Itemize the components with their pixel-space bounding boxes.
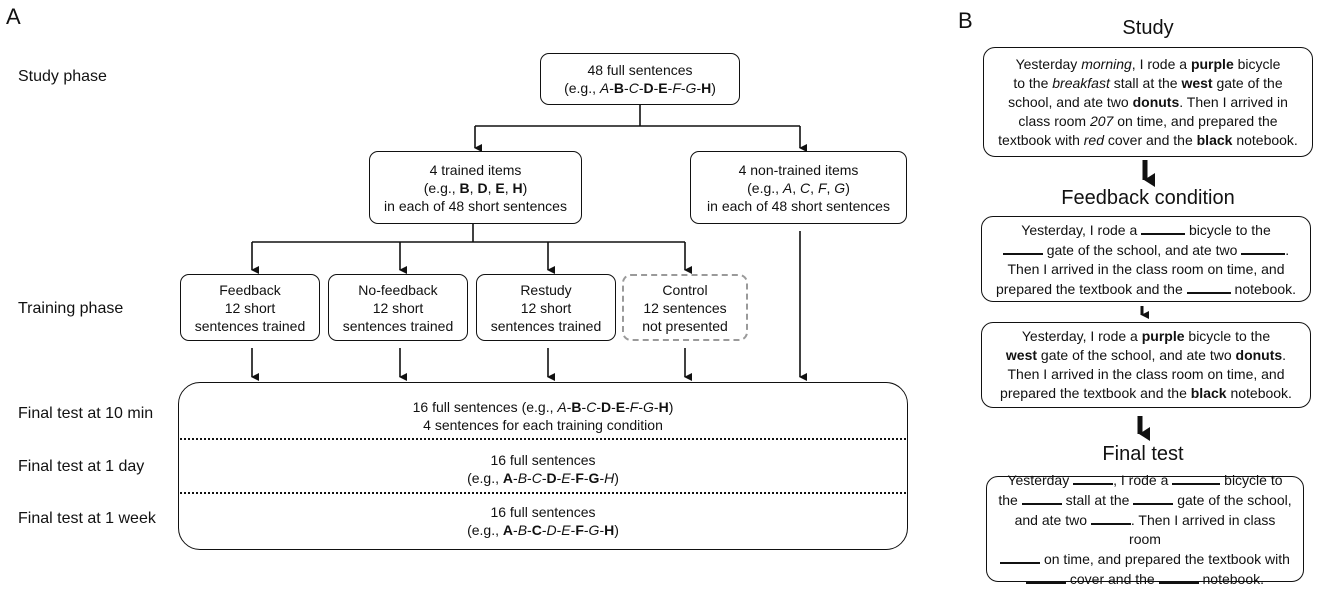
- trained-items-example: (e.g., B, D, E, H): [423, 179, 528, 196]
- condition-count: 12 short: [520, 299, 572, 316]
- final-line-4: on time, and prepared the textbook with: [997, 549, 1293, 569]
- blank: [1186, 279, 1231, 294]
- feedback-line-1: Yesterday, I rode a bicycle to the: [1021, 220, 1271, 238]
- final-test-10min-example: 16 full sentences (e.g., A-B-C-D-E-F-G-H…: [412, 399, 674, 415]
- feedback-blank-box: Yesterday, I rode a bicycle to the gate …: [981, 216, 1311, 302]
- final-test-10min-label: Final test at 10 min: [18, 405, 154, 422]
- condition-count: 12 sentences: [643, 299, 727, 316]
- final-test-10min-content: 16 full sentences (e.g., A-B-C-D-E-F-G-H…: [180, 398, 906, 434]
- feedback-line-3: Then I arrived in the class room on time…: [1007, 260, 1285, 277]
- full-sentences-example: (e.g., A-B-C-D-E-F-G-H): [564, 80, 716, 96]
- reveal-line-2: west gate of the school, and ate two don…: [1005, 347, 1287, 363]
- blank: [1241, 240, 1286, 255]
- final-test-1week-label: Final test at 1 week: [18, 510, 156, 527]
- condition-status: sentences trained: [194, 317, 306, 334]
- final-test-10min-note: 4 sentences for each training condition: [423, 417, 663, 433]
- blank: [1172, 470, 1221, 485]
- training-phase-label: Training phase: [18, 300, 124, 317]
- blank: [1000, 549, 1041, 564]
- reveal-line-1: Yesterday, I rode a purple bicycle to th…: [1021, 328, 1271, 344]
- study-phase-label: Study phase: [18, 68, 107, 85]
- study-line-5: textbook with red cover and the black no…: [998, 131, 1298, 148]
- feedback-line-2: gate of the school, and ate two .: [992, 240, 1300, 260]
- final-test-box: [178, 382, 908, 550]
- condition-count: 12 short: [372, 299, 424, 316]
- final-line-1: Yesterday , I rode a bicycle to: [1007, 470, 1283, 488]
- blank: [1025, 569, 1066, 584]
- non-trained-items-title: 4 non-trained items: [738, 161, 859, 178]
- feedback-reveal-box: Yesterday, I rode a purple bicycle to th…: [981, 322, 1311, 408]
- non-trained-items-box: 4 non-trained items (e.g., A, C, F, G) i…: [690, 151, 907, 224]
- final-test-title: Final test: [1102, 443, 1184, 465]
- final-test-1day-count: 16 full sentences: [490, 452, 596, 468]
- feedback-condition-box: Feedback 12 short sentences trained: [180, 274, 320, 341]
- blank: [1021, 490, 1062, 505]
- feedback-line-4: prepared the textbook and the notebook.: [995, 279, 1297, 297]
- blank: [1141, 220, 1186, 235]
- final-test-blank-box: Yesterday , I rode a bicycle to the stal…: [986, 472, 1304, 587]
- study-sentence-box: Yesterday morning, I rode a purple bicyc…: [983, 47, 1313, 157]
- final-test-1day-example: (e.g., A-B-C-D-E-F-G-H): [467, 470, 619, 486]
- condition-count: 12 short: [224, 299, 276, 316]
- blank: [1090, 510, 1131, 525]
- condition-status: not presented: [642, 317, 728, 334]
- restudy-condition-box: Restudy 12 short sentences trained: [476, 274, 616, 341]
- trained-items-scope: in each of 48 short sentences: [384, 197, 567, 214]
- study-line-4: class room 207 on time, and prepared the: [1018, 112, 1278, 129]
- reveal-line-4: prepared the textbook and the black note…: [1000, 385, 1292, 401]
- final-line-2: the stall at the gate of the school,: [998, 490, 1292, 508]
- trained-items-box: 4 trained items (e.g., B, D, E, H) in ea…: [369, 151, 582, 224]
- full-sentences-count: 48 full sentences: [587, 62, 693, 78]
- final-test-1week-example: (e.g., A-B-C-D-E-F-G-H): [467, 522, 619, 538]
- blank: [1158, 569, 1199, 584]
- blank: [1133, 490, 1174, 505]
- study-line-2: to the breakfast stall at the west gate …: [1013, 74, 1283, 91]
- panel-b-letter: B: [958, 8, 973, 33]
- reveal-line-3: Then I arrived in the class room on time…: [1007, 366, 1285, 382]
- non-trained-items-scope: in each of 48 short sentences: [707, 197, 890, 214]
- final-line-3: and ate two . Then I arrived in class ro…: [1014, 510, 1276, 547]
- final-test-1week-content: 16 full sentences (e.g., A-B-C-D-E-F-G-H…: [180, 503, 906, 539]
- study-line-3: school, and ate two donuts. Then I arriv…: [1008, 93, 1288, 110]
- blank: [1002, 240, 1043, 255]
- condition-name: Feedback: [219, 281, 281, 298]
- no-feedback-condition-box: No-feedback 12 short sentences trained: [328, 274, 468, 341]
- condition-status: sentences trained: [342, 317, 454, 334]
- study-title: Study: [1122, 17, 1174, 39]
- final-test-1day-label: Final test at 1 day: [18, 458, 145, 475]
- condition-name: Control: [662, 281, 708, 298]
- final-test-1day-content: 16 full sentences (e.g., A-B-C-D-E-F-G-H…: [180, 451, 906, 487]
- condition-status: sentences trained: [490, 317, 602, 334]
- feedback-condition-title: Feedback condition: [1061, 187, 1235, 209]
- condition-name: No-feedback: [358, 281, 438, 298]
- study-line-1: Yesterday morning, I rode a purple bicyc…: [1015, 55, 1281, 72]
- control-condition-box: Control 12 sentences not presented: [622, 274, 748, 341]
- panel-a-letter: A: [6, 4, 21, 29]
- final-test-1week-count: 16 full sentences: [490, 504, 596, 520]
- blank: [1073, 470, 1114, 485]
- non-trained-items-example: (e.g., A, C, F, G): [747, 179, 850, 196]
- full-sentences-box: 48 full sentences (e.g., A-B-C-D-E-F-G-H…: [540, 53, 740, 105]
- condition-name: Restudy: [520, 281, 572, 298]
- trained-items-title: 4 trained items: [429, 161, 522, 178]
- final-line-5: cover and the notebook.: [997, 569, 1293, 589]
